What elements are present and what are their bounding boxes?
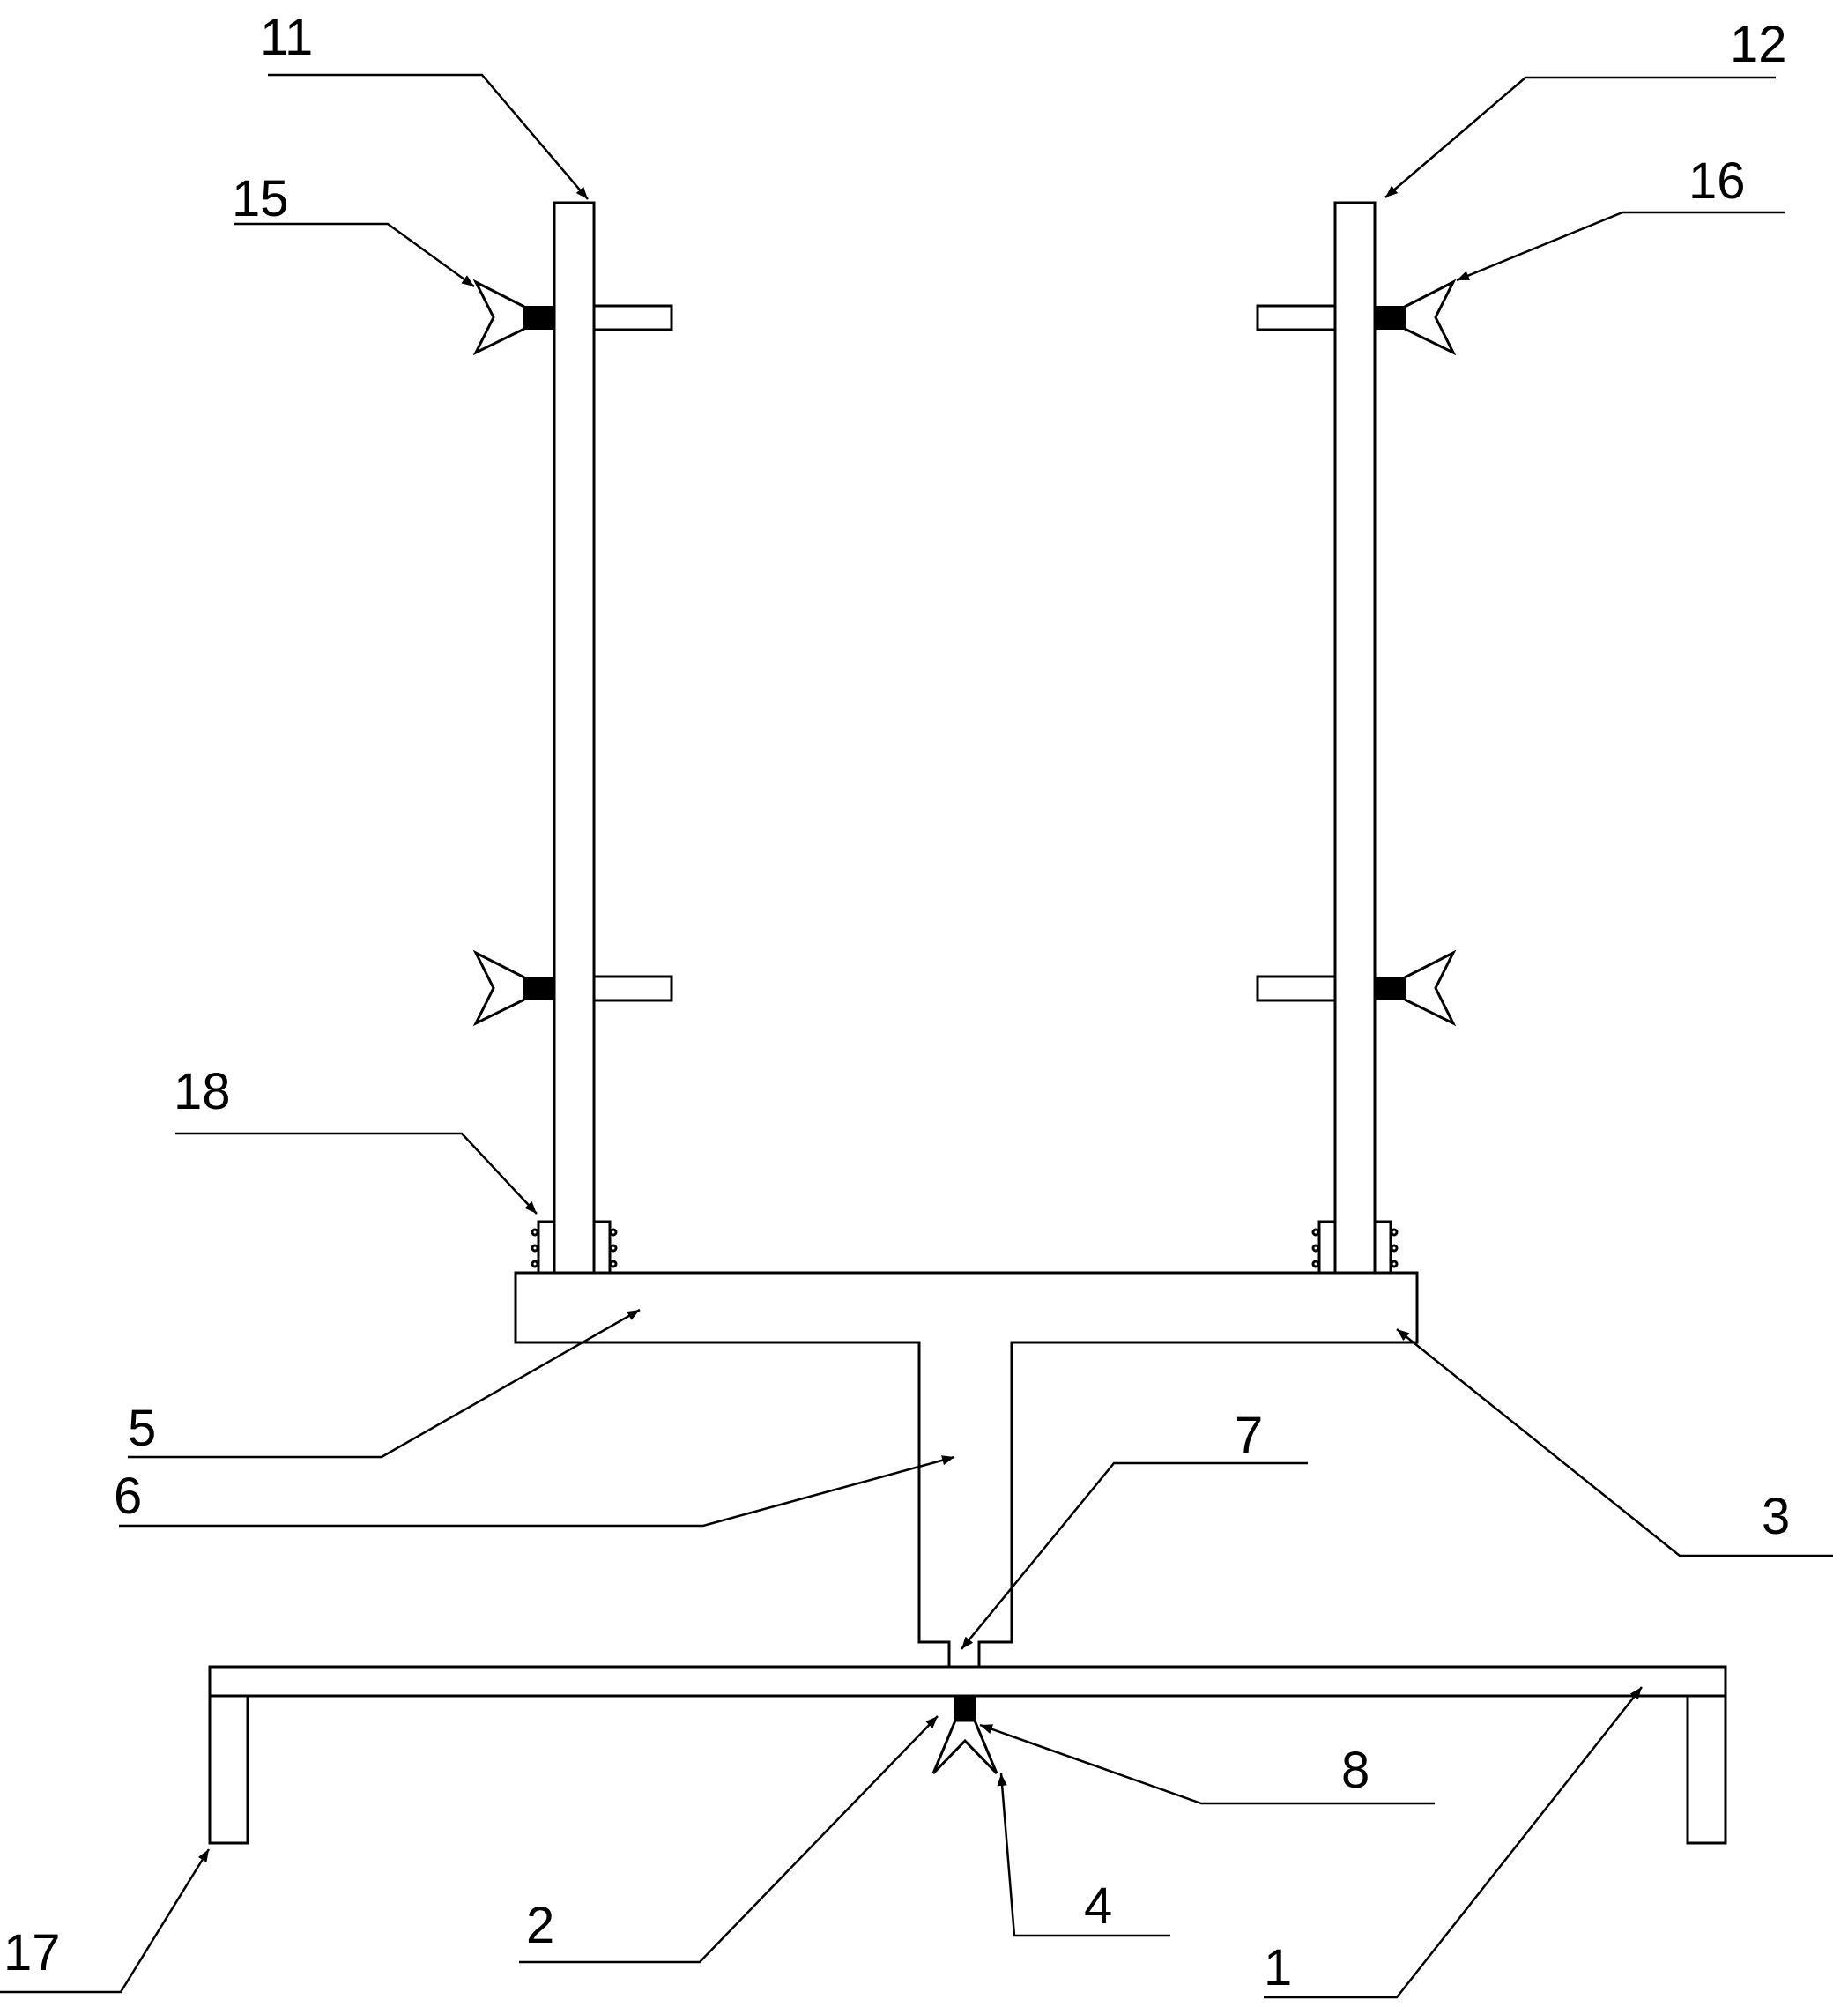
label-2: 2: [526, 1897, 554, 1954]
left-leg: [210, 1696, 248, 1843]
left-upper-arm: [594, 306, 672, 330]
leader-7: [961, 1463, 1308, 1649]
label-6: 6: [114, 1468, 142, 1525]
label-4: 4: [1084, 1877, 1112, 1935]
label-11: 11: [260, 9, 313, 66]
label-3: 3: [1762, 1488, 1790, 1545]
label-16: 16: [1688, 152, 1746, 210]
left-lower-arm: [594, 977, 672, 1000]
label-12: 12: [1730, 16, 1787, 73]
right-leg: [1688, 1696, 1726, 1843]
right-hinge-outer: [1375, 1222, 1391, 1273]
callouts: 11 12 15 16 18 5 6 7 3 8 4 2 1 17: [4, 9, 1790, 1996]
label-17: 17: [4, 1924, 61, 1981]
leader-5: [128, 1310, 640, 1457]
left-post: [476, 203, 672, 1273]
t-support: [516, 1273, 1417, 1667]
label-1: 1: [1264, 1939, 1292, 1996]
right-lower-arm: [1258, 977, 1335, 1000]
base-frame: [210, 1667, 1726, 1843]
leader-15: [234, 224, 474, 286]
label-15: 15: [232, 170, 289, 227]
right-upper-arm: [1258, 306, 1335, 330]
leader-11: [268, 75, 588, 199]
leader-lines: [0, 75, 1833, 1997]
leader-18: [175, 1134, 537, 1214]
left-hinge-outer: [538, 1222, 554, 1273]
leader-2: [519, 1716, 938, 1962]
left-hinge-inner: [594, 1222, 610, 1273]
label-7: 7: [1235, 1407, 1263, 1464]
label-5: 5: [128, 1400, 156, 1457]
leader-1: [1264, 1687, 1642, 1997]
right-post: [1258, 203, 1453, 1273]
leader-16: [1457, 212, 1785, 280]
label-18: 18: [174, 1063, 231, 1120]
label-8: 8: [1341, 1742, 1369, 1799]
right-hinge-inner: [1319, 1222, 1335, 1273]
leader-6: [119, 1457, 954, 1526]
bottom-clamp: [933, 1698, 997, 1773]
